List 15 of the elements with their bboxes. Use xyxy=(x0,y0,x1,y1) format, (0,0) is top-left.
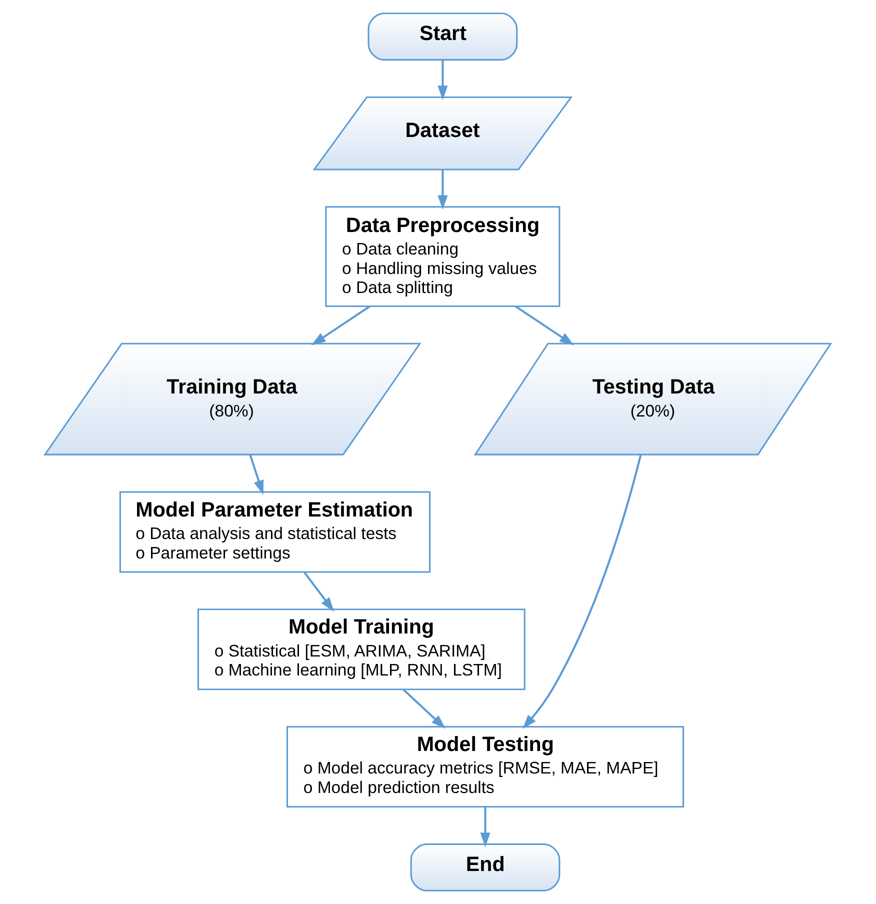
node-box: Model Training o Statistical [ESM, ARIMA, SARIMA] o Machine learning [MLP, RNN, LSTM] xyxy=(197,608,526,690)
arrow xyxy=(515,306,574,346)
arrow xyxy=(438,170,448,210)
arrow xyxy=(438,60,448,100)
arrow xyxy=(303,572,334,612)
node-box: Model Testing o Model accuracy metrics [RMSE, MAE, MAPE] o Model prediction results xyxy=(286,726,684,808)
node-box: Start xyxy=(368,12,518,61)
arrow xyxy=(480,806,490,848)
arrow xyxy=(522,454,642,730)
arrow xyxy=(402,688,446,729)
arrow xyxy=(311,306,370,346)
node-box: End xyxy=(410,843,560,892)
node-box: Model Parameter Estimation o Data analysis and statistical tests o Parameter settings xyxy=(119,491,431,573)
arrow xyxy=(249,454,264,495)
node-box: Data Preprocessing o Data cleaning o Handling missing values o Data splitting xyxy=(325,206,560,307)
